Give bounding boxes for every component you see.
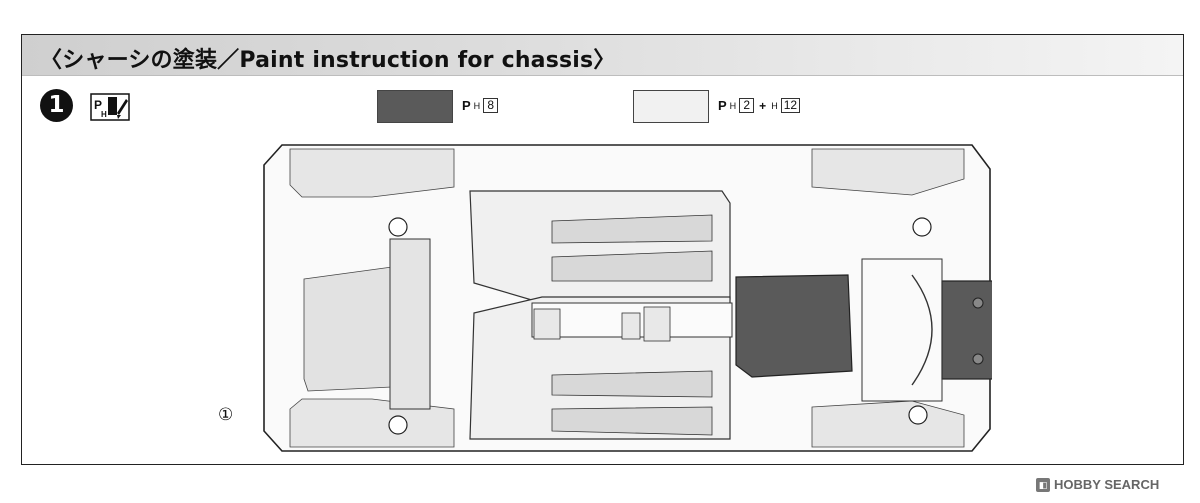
floor-rib bbox=[551, 214, 713, 244]
light-panel-engine bbox=[303, 266, 405, 392]
mount-hole bbox=[388, 217, 408, 237]
watermark: ◧ HOBBY SEARCH bbox=[1036, 477, 1159, 492]
svg-text:H: H bbox=[101, 110, 107, 119]
floor-rib bbox=[551, 406, 713, 436]
chassis-diagram bbox=[263, 144, 992, 452]
floor-pan-upper bbox=[469, 190, 731, 304]
title-bar: 〈シャーシの塗装／Paint instruction for chassis〉 bbox=[22, 35, 1183, 76]
paint-code-number: 2 bbox=[739, 98, 755, 113]
mount-hole bbox=[388, 415, 408, 435]
floor-rib bbox=[551, 370, 713, 398]
light-panel-rear-top bbox=[811, 148, 965, 196]
rear-arch bbox=[911, 274, 933, 386]
paint-brush-icon: P H bbox=[90, 93, 130, 121]
mount-hole bbox=[972, 353, 984, 365]
paint-prefix-h: H bbox=[729, 100, 737, 111]
part-callout: ① bbox=[218, 405, 234, 425]
paint-prefix-p: P bbox=[462, 98, 471, 113]
instruction-frame: 〈シャーシの塗装／Paint instruction for chassis〉 … bbox=[21, 34, 1184, 465]
tunnel-bracket bbox=[621, 312, 641, 340]
paint-code-light: P H 2 + H 12 bbox=[718, 98, 801, 113]
tunnel-bracket bbox=[643, 306, 671, 342]
rear-suspension bbox=[861, 258, 943, 402]
svg-text:P: P bbox=[94, 98, 102, 112]
paint-swatch-dark bbox=[377, 90, 453, 123]
paint-swatch-light bbox=[633, 90, 709, 123]
light-panel-front-bottom bbox=[289, 398, 455, 448]
page-title: 〈シャーシの塗装／Paint instruction for chassis〉 bbox=[40, 48, 616, 73]
paint-code-number: 12 bbox=[780, 98, 801, 113]
mount-hole bbox=[972, 297, 984, 309]
hobby-search-logo-icon: ◧ bbox=[1036, 477, 1050, 492]
paint-prefix-p: P bbox=[718, 98, 727, 113]
paint-code-dark: P H 8 bbox=[462, 98, 499, 113]
mount-hole bbox=[908, 405, 928, 425]
paint-prefix-h: H bbox=[473, 100, 481, 111]
step-number-icon: 1 bbox=[40, 89, 73, 122]
front-crossmember bbox=[389, 238, 431, 410]
dark-panel-rear-box bbox=[941, 280, 992, 380]
mount-hole bbox=[912, 217, 932, 237]
paint-mix-plus: + bbox=[759, 98, 767, 113]
watermark-text: HOBBY SEARCH bbox=[1054, 477, 1160, 492]
tunnel-bracket bbox=[533, 308, 561, 340]
paint-prefix-h: H bbox=[771, 100, 778, 111]
paint-code-number: 8 bbox=[483, 98, 499, 113]
floor-rib bbox=[551, 250, 713, 282]
dark-panel-rear-floor bbox=[735, 274, 853, 378]
light-panel-front-top bbox=[289, 148, 455, 198]
